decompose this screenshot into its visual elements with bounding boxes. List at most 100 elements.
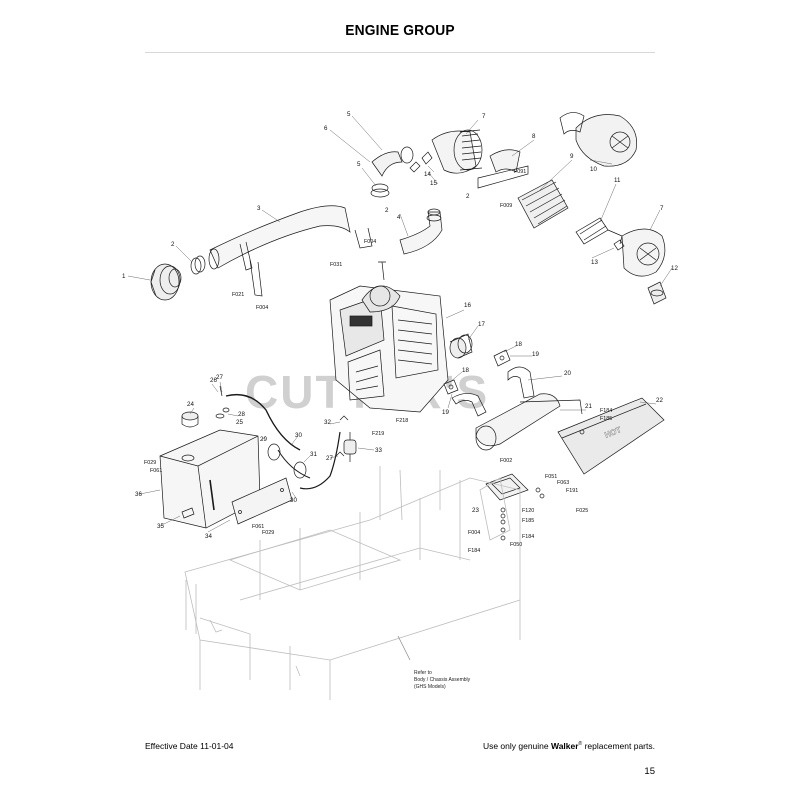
leader-lines (127, 115, 673, 533)
callout-31: 31 (310, 451, 317, 458)
code-f184b: F184 (522, 534, 534, 540)
fitting (409, 151, 433, 173)
callout-12: 12 (671, 265, 678, 272)
effective-date: Effective Date 11-01-04 (145, 741, 234, 751)
genuine-parts-note: Use only genuine Walker® replacement par… (483, 741, 655, 751)
callout-30b: 30 (290, 497, 297, 504)
intake-tube (208, 205, 351, 297)
exhaust-pipes (451, 366, 535, 417)
muffler (475, 393, 583, 451)
callout-11: 11 (614, 177, 621, 184)
callout-5b: 5 (357, 161, 361, 168)
code-f004b: F004 (256, 305, 268, 311)
callout-18a: 18 (515, 341, 522, 348)
code-f191: F191 (566, 488, 578, 494)
code-f050: F050 (510, 542, 522, 548)
mount-bracket (477, 149, 529, 189)
tank-fitting (181, 507, 195, 519)
code-f185a: F185 (600, 416, 612, 422)
bracket (354, 227, 373, 249)
reference-line-3: (GHS Models) (414, 684, 446, 690)
callout-28: 28 (238, 411, 245, 418)
small-fitting (613, 239, 625, 251)
callout-19b: 19 (442, 409, 449, 416)
callout-33: 33 (375, 447, 382, 454)
callout-19a: 19 (532, 351, 539, 358)
callout-32: 32 (324, 419, 331, 426)
air-cleaner-cap (150, 263, 182, 301)
small-elbow (370, 146, 414, 198)
callout-15: 15 (430, 180, 437, 187)
callout-7a: 7 (482, 113, 486, 120)
callout-29: 29 (260, 436, 267, 443)
callout-24: 24 (187, 401, 194, 408)
callout-27a: 27 (216, 374, 223, 381)
registered-mark: ® (578, 741, 583, 748)
code-f185b: F185 (522, 518, 534, 524)
reference-note: Refer to Body / Chassis Assembly (GHS Mo… (414, 670, 471, 690)
reference-leader (397, 635, 411, 661)
callout-30a: 30 (295, 432, 302, 439)
callout-22: 22 (656, 397, 663, 404)
code-f061a: F061 (150, 468, 162, 474)
callout-17: 17 (478, 321, 485, 328)
header-divider (145, 52, 655, 53)
callout-8: 8 (532, 133, 536, 140)
callout-2c: 2 (466, 193, 470, 200)
genuine-prefix: Use only genuine (482, 741, 551, 751)
code-f004c: F004 (468, 530, 480, 536)
fuel-cap (181, 411, 199, 428)
dust-valve (647, 281, 667, 305)
callout-6: 6 (324, 125, 328, 132)
code-f009: F009 (500, 203, 512, 209)
code-f061b: F061 (252, 524, 264, 530)
filter-element (517, 179, 569, 229)
callout-14: 14 (424, 171, 431, 178)
hose-clamp (190, 255, 206, 275)
genuine-suffix: replacement parts. (582, 741, 655, 751)
engine (329, 261, 449, 413)
callout-labels: 1 2 3 4 5 5 6 7 8 9 10 11 7 12 13 14 15 … (122, 111, 678, 540)
code-f120: F120 (522, 508, 534, 514)
air-cleaner-end (621, 228, 666, 277)
callout-9: 9 (570, 153, 574, 160)
code-f004a: F004 (364, 239, 376, 245)
hardware-stack (500, 429, 585, 541)
inner-filter (575, 217, 623, 245)
callout-3: 3 (257, 205, 261, 212)
code-f091: F091 (514, 169, 526, 175)
page-title: ENGINE GROUP (345, 22, 455, 39)
callout-10: 10 (590, 166, 597, 173)
callout-25: 25 (236, 419, 243, 426)
air-cleaner-body-top (431, 129, 483, 174)
code-f025: F025 (576, 508, 588, 514)
code-f029a: F029 (144, 460, 156, 466)
callout-4: 4 (397, 214, 401, 221)
chassis-frame (184, 466, 521, 700)
reference-line-2: Body / Chassis Assembly (414, 677, 471, 683)
callout-36: 36 (135, 491, 142, 498)
hose-clip (339, 415, 349, 421)
callout-7b: 7 (660, 205, 664, 212)
code-f184c: F184 (468, 548, 480, 554)
callout-23: 23 (472, 507, 479, 514)
code-f002: F002 (500, 458, 512, 464)
callout-1: 1 (122, 273, 126, 280)
cover-plate (231, 477, 293, 525)
heat-shield (557, 397, 665, 475)
code-f184a: F184 (600, 408, 612, 414)
callout-26: 26 (210, 377, 217, 384)
clamp-clip (335, 451, 345, 457)
callout-21: 21 (585, 403, 592, 410)
code-f051: F051 (545, 474, 557, 480)
callout-16: 16 (464, 302, 471, 309)
line-loops (267, 443, 307, 479)
code-f219: F219 (372, 431, 384, 437)
callout-18b: 18 (462, 367, 469, 374)
code-f021: F021 (232, 292, 244, 298)
cyclone-housing (559, 112, 637, 167)
callout-5a: 5 (347, 111, 351, 118)
oil-filter (449, 333, 473, 359)
callout-34: 34 (205, 533, 212, 540)
parts-drawing: HOT (127, 112, 673, 700)
